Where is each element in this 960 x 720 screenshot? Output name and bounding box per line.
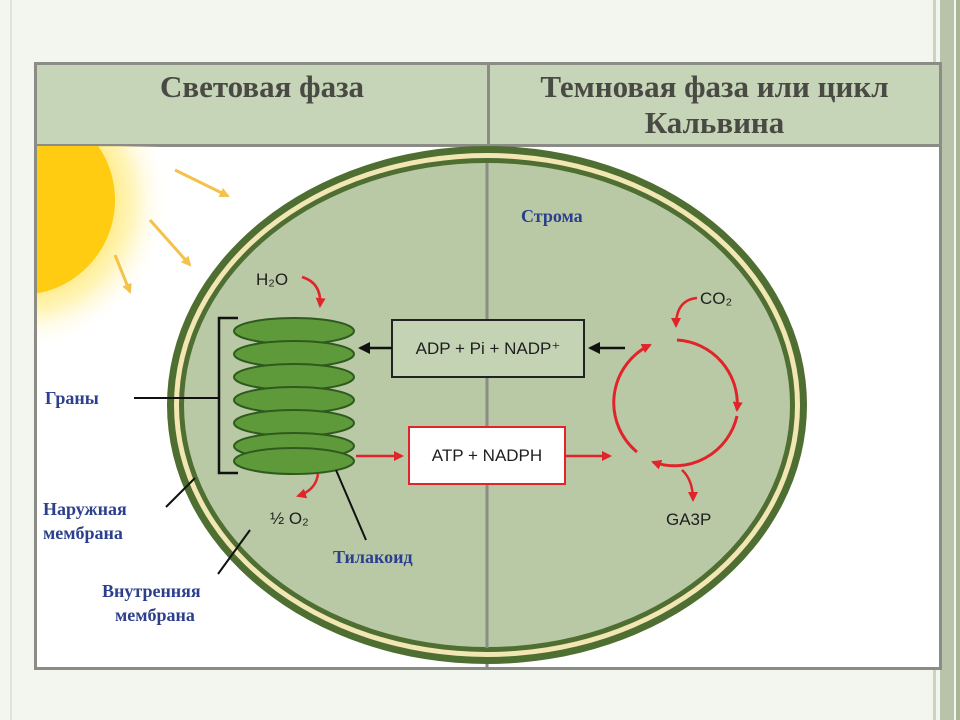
adp-box: [391, 319, 585, 378]
water-in-arrow: [301, 275, 326, 308]
light-phase-title: Световая фаза: [159, 69, 365, 104]
slide-border: [956, 0, 960, 720]
calvin-cycle: [612, 338, 743, 470]
outer-membrane-label: Наружная: [43, 499, 127, 519]
outer-membrane-pointer: [165, 477, 196, 508]
grana-label: Граны: [45, 388, 99, 408]
sun-icon: [37, 146, 170, 350]
inner-membrane-pointer: [217, 529, 251, 575]
dark-phase-title: Темновая фаза или цикл Кальвина: [540, 69, 889, 140]
oxygen-out-arrow: [296, 473, 320, 499]
outer-membrane-label: мембрана: [43, 523, 123, 543]
reaction-arrows: [296, 275, 698, 502]
grana-bracket: [217, 316, 238, 475]
sunlight-rays: [113, 168, 230, 294]
slide-border: [10, 0, 12, 720]
ga3p-label: GA3P: [666, 510, 711, 529]
stroma-label: Строма: [521, 206, 583, 226]
co2-label: CO₂: [700, 289, 732, 308]
table-header: Световая фаза Темновая фаза или цикл Кал…: [37, 65, 939, 147]
inner-membrane-label: Внутренняя: [102, 581, 201, 601]
thylakoid-pointer: [335, 469, 367, 541]
thylakoid-label: Тилакоид: [333, 547, 413, 567]
co2-in-arrow: [671, 296, 698, 328]
atp-box-label: ATP + NADPH: [432, 446, 542, 465]
header-divider: [487, 65, 490, 144]
ga3p-out-arrow: [681, 469, 698, 502]
slide-border: [940, 0, 954, 720]
water-label: H₂O: [256, 270, 288, 289]
oxygen-label: ½ O₂: [270, 509, 309, 528]
inner-membrane-label: мембрана: [115, 605, 195, 625]
adp-box-label: ADP + Pi + NADP⁺: [416, 339, 561, 358]
grana-stack: [233, 317, 355, 475]
thylakoid-disc: [233, 447, 355, 475]
